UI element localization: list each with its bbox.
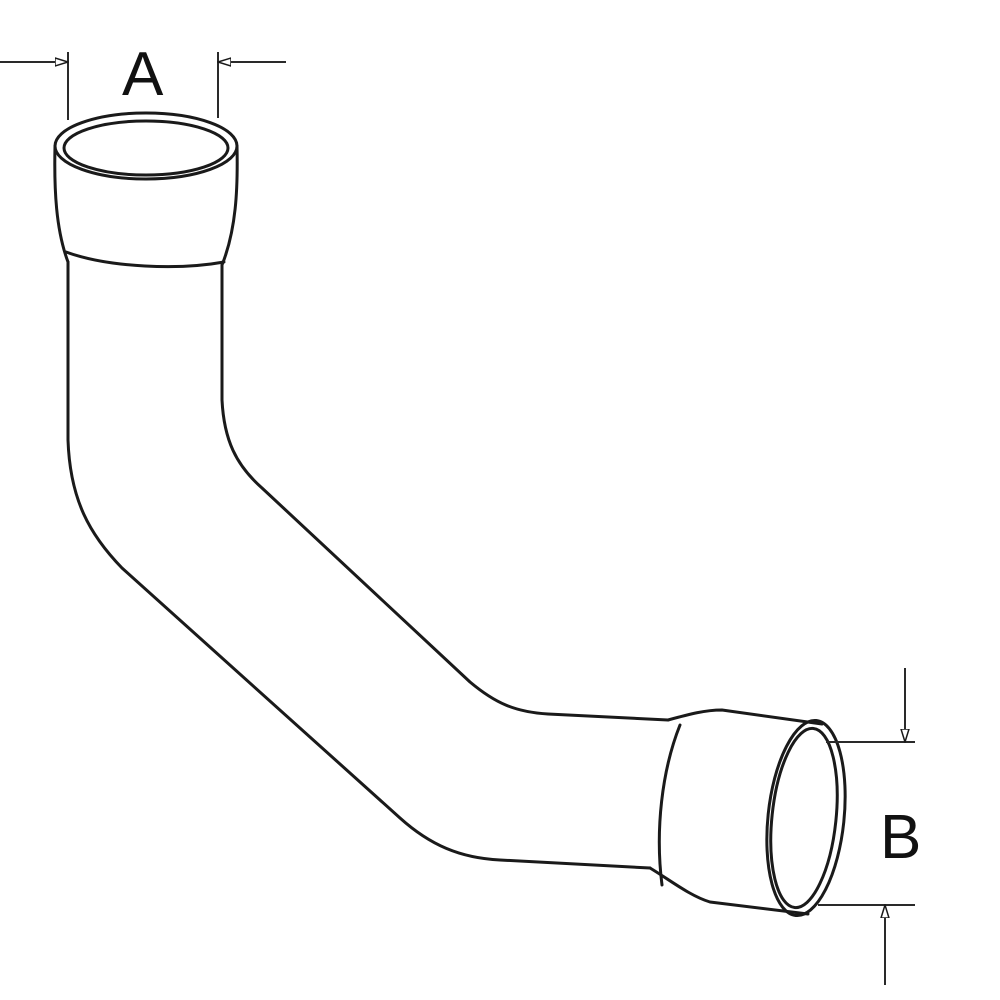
dimension-a-label: A — [122, 40, 164, 109]
top-cuff — [53, 111, 239, 269]
bottom-cuff — [648, 708, 847, 918]
hose-body — [66, 260, 670, 870]
dimension-a: A — [0, 40, 286, 120]
dimension-b: B — [818, 668, 921, 985]
dimension-b-label: B — [880, 803, 921, 872]
